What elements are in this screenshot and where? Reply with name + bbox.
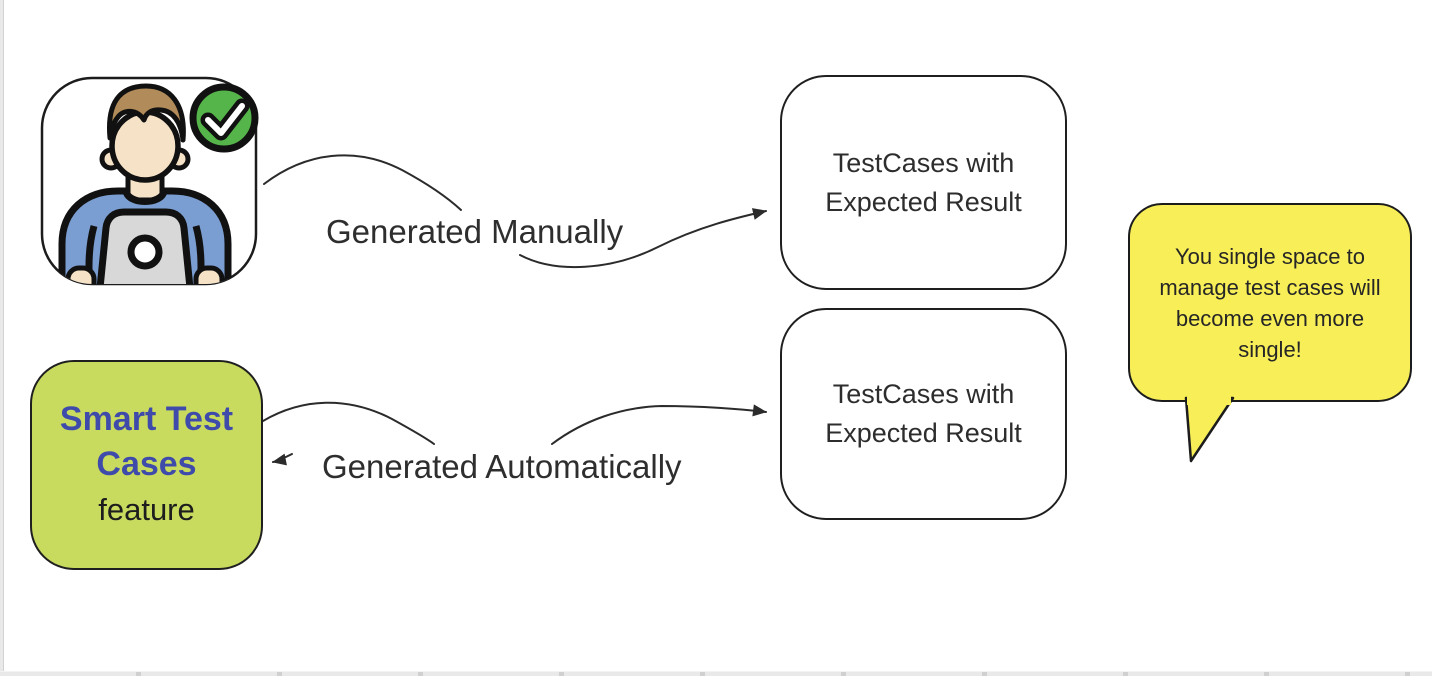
feature-title-line2: Cases (96, 445, 197, 483)
auto-result-line2: Expected Result (825, 418, 1022, 448)
manual-flow-label[interactable]: Generated Manually (326, 213, 624, 250)
connector-auto-label-to-result (551, 404, 767, 445)
verified-checkmark-icon (189, 83, 259, 153)
connector-feature-to-auto-label (262, 401, 435, 445)
callout-line3: become even more (1175, 305, 1365, 331)
manual-result-line2: Expected Result (825, 186, 1022, 217)
canvas-bottom-ruler (0, 671, 1432, 676)
auto-result-line1: TestCases with (832, 379, 1015, 409)
callout-line1: You single space to (1175, 243, 1365, 269)
callout-line4: single! (1238, 336, 1302, 362)
auto-result-box[interactable]: TestCases with Expected Result (780, 308, 1067, 520)
person-with-laptop-icon (40, 76, 259, 286)
canvas-left-edge (0, 0, 4, 676)
feature-subtitle: feature (98, 492, 195, 527)
manual-result-box[interactable]: TestCases with Expected Result (780, 75, 1067, 290)
feature-title-line1: Smart Test (59, 400, 234, 438)
smart-test-cases-feature-box[interactable]: Smart Test Cases feature (30, 360, 263, 570)
auto-flow-label[interactable]: Generated Automatically (322, 448, 682, 485)
manual-tester-node[interactable] (40, 76, 262, 288)
connector-actor-to-manual-label (263, 154, 462, 211)
speech-bubble-tail (1184, 396, 1235, 463)
callout-line2: manage test cases will (1159, 274, 1381, 300)
speech-bubble-callout[interactable]: You single space to manage test cases wi… (1128, 203, 1412, 402)
connector-arrow-into-feature (272, 453, 293, 466)
manual-result-line1: TestCases with (832, 147, 1015, 178)
